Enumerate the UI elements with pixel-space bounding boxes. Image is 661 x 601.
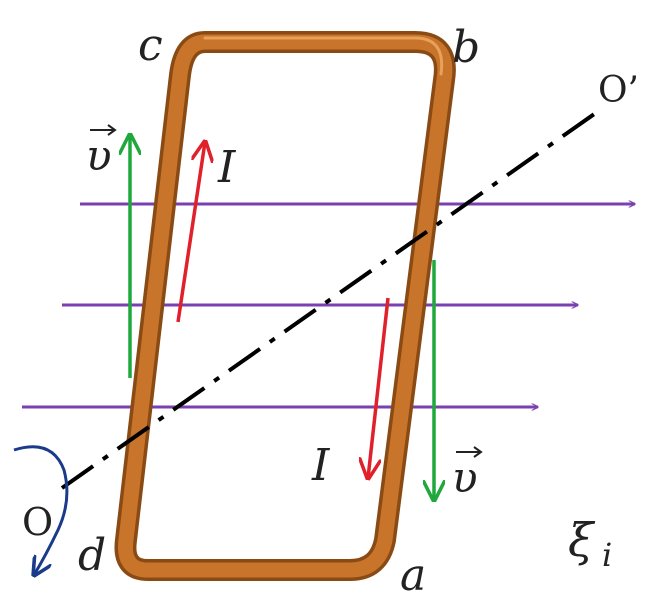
corner-label-c: c [138,20,163,71]
axis-label-O-prime: O’ [598,70,639,111]
svg-text:υ: υ [452,453,478,502]
velocity-label-right: υ [452,446,483,502]
corner-label-a: a [400,550,426,601]
velocity-label-left: υ [86,124,117,180]
current-arrow-right [368,297,390,478]
coil-loop [114,31,456,581]
svg-text:ξ: ξ [568,513,596,567]
svg-text:i: i [602,536,612,574]
current-label-left: I [217,142,237,193]
axis-label-O: O [22,500,53,544]
svg-text:υ: υ [86,131,112,180]
rotation-axis [60,108,602,490]
current-label-right: I [311,440,331,491]
corner-label-d: d [78,530,106,581]
corner-label-b: b [452,22,480,73]
current-arrow-left [176,142,205,323]
emf-label: ξ i [568,513,612,574]
curved-arrow-icon [13,445,69,575]
